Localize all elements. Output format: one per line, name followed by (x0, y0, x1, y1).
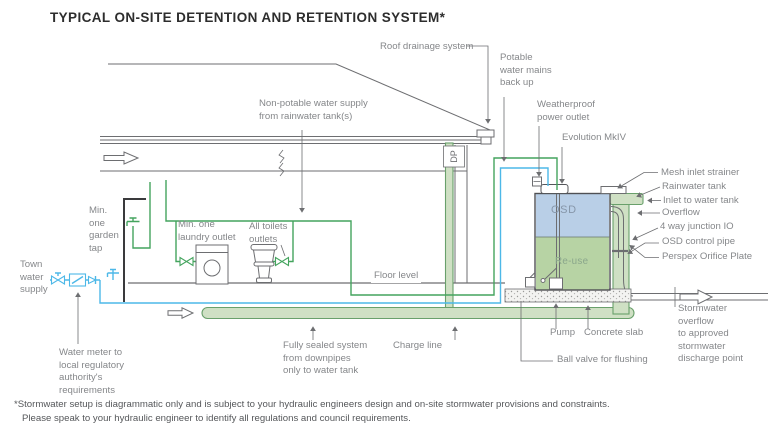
right-wall (454, 145, 468, 283)
tank-reuse-text: Re-use (555, 256, 589, 267)
page-title: TYPICAL ON-SITE DETENTION AND RETENTION … (50, 10, 446, 25)
charge-flow-arrow (167, 307, 195, 319)
gutter (476, 129, 495, 145)
stop-valve-icon (50, 275, 66, 285)
charge-line-pipe (201, 306, 635, 320)
pump-body (549, 277, 563, 290)
non-potable-pipes (126, 157, 558, 296)
footnote-line2: Please speak to your hydraulic engineer … (22, 413, 411, 424)
downpipe-label: DP (448, 150, 459, 163)
reuse-section (536, 237, 609, 290)
stormwater-flow-arrow (679, 289, 714, 305)
mesh-inlet-strainer (600, 186, 627, 194)
ceiling-lines (100, 136, 481, 144)
roof-outline (108, 63, 491, 131)
concrete-slab (504, 288, 632, 303)
tank-outline (534, 192, 611, 291)
evolution-controller (540, 184, 569, 194)
toilet (250, 244, 278, 283)
laundry-valve-icon (179, 256, 194, 267)
osd-section (536, 194, 609, 237)
garden-tap-icon (126, 217, 140, 226)
left-wall (123, 198, 146, 302)
charge-line-frame (201, 192, 644, 320)
pump-assembly (540, 194, 563, 290)
leader-lines (75, 45, 661, 362)
float-switch (544, 267, 557, 280)
downpipe-label-box (443, 145, 465, 168)
rainwater-tank (532, 176, 627, 291)
toilet-valve-icon (274, 256, 290, 267)
tank-osd-text: OSD (551, 204, 577, 216)
inlet-top-bar (609, 192, 644, 206)
check-valve-icon (87, 275, 97, 285)
toilet-drop (271, 221, 294, 263)
washing-machine (195, 244, 229, 285)
laundry-drop (175, 221, 196, 263)
ceiling-flow-arrow (103, 151, 140, 165)
footnote-line1: *Stormwater setup is diagrammatic only a… (14, 399, 610, 410)
ball-valve-icon (525, 272, 536, 288)
garden-tap-line (132, 182, 151, 249)
outdoor-tap-icon (106, 268, 119, 277)
break-mark-2 (278, 162, 285, 177)
town-water-pipes (50, 167, 549, 304)
break-mark-1 (278, 149, 285, 164)
flow-arrows (103, 151, 714, 319)
downpipe-pipe (444, 142, 454, 316)
house-structure (100, 63, 505, 284)
